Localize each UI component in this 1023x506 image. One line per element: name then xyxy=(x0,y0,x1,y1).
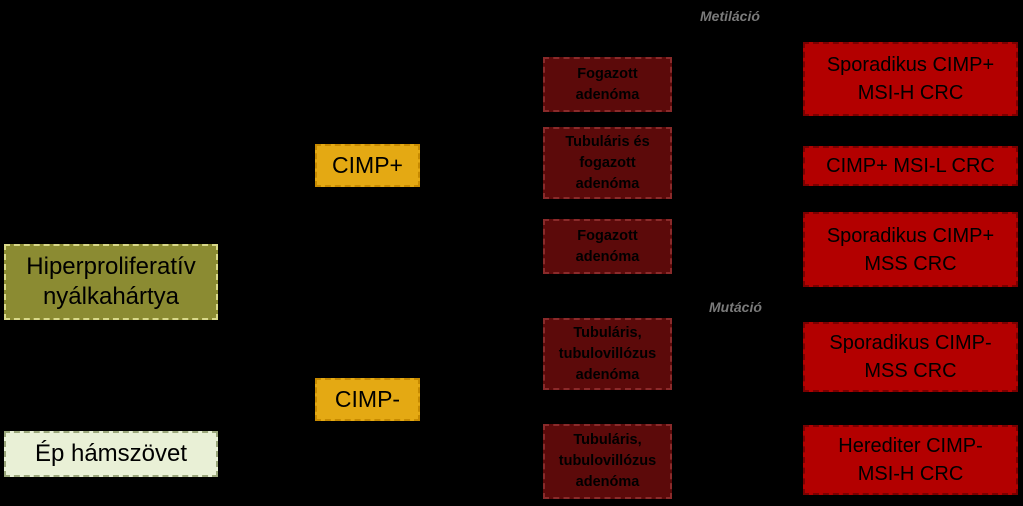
adenoma-text-4: Tubuláris, tubulovillózus adenóma xyxy=(558,324,657,383)
adenoma-box-1: Fogazott adenóma xyxy=(543,57,672,112)
methylation-label: Metiláció xyxy=(700,8,760,24)
adenoma-text-3: Fogazott adenóma xyxy=(575,227,640,265)
outcome-text-3: Sporadikus CIMP+ MSS CRC xyxy=(826,224,995,275)
adenoma-box-2: Tubuláris és fogazott adenóma xyxy=(543,127,672,199)
outcome-text-2: CIMP+ MSI-L CRC xyxy=(826,155,995,177)
cimp-plus-text: CIMP+ xyxy=(332,152,403,178)
adenoma-box-3: Fogazott adenóma xyxy=(543,219,672,274)
outcome-box-4: Sporadikus CIMP- MSS CRC xyxy=(803,322,1018,392)
outcome-box-1: Sporadikus CIMP+ MSI-H CRC xyxy=(803,42,1018,116)
adenoma-text-2: Tubuláris és fogazott adenóma xyxy=(565,133,650,192)
outcome-box-5: Herediter CIMP- MSI-H CRC xyxy=(803,425,1018,495)
outcome-text-5: Herediter CIMP- MSI-H CRC xyxy=(838,435,983,485)
outcome-box-3: Sporadikus CIMP+ MSS CRC xyxy=(803,212,1018,287)
hyperproliferative-mucosa-box: Hiperproliferatív nyálkahártya xyxy=(4,244,218,320)
hyperproliferative-mucosa-text: Hiperproliferatív nyálkahártya xyxy=(26,253,196,310)
mutation-label: Mutáció xyxy=(709,299,762,315)
adenoma-text-5: Tubuláris, tubulovillózus adenóma xyxy=(558,432,657,490)
adenoma-box-4: Tubuláris, tubulovillózus adenóma xyxy=(543,318,672,390)
cimp-plus-box: CIMP+ xyxy=(315,144,420,187)
cimp-minus-box: CIMP- xyxy=(315,378,420,421)
outcome-text-1: Sporadikus CIMP+ MSI-H CRC xyxy=(826,54,995,104)
outcome-box-2: CIMP+ MSI-L CRC xyxy=(803,146,1018,186)
healthy-epithelium-text: Ép hámszövet xyxy=(34,440,188,467)
adenoma-box-5: Tubuláris, tubulovillózus adenóma xyxy=(543,424,672,499)
adenoma-text-1: Fogazott adenóma xyxy=(575,65,640,103)
cimp-minus-text: CIMP- xyxy=(334,386,401,412)
outcome-text-4: Sporadikus CIMP- MSS CRC xyxy=(829,332,992,382)
healthy-epithelium-box: Ép hámszövet xyxy=(4,431,218,477)
